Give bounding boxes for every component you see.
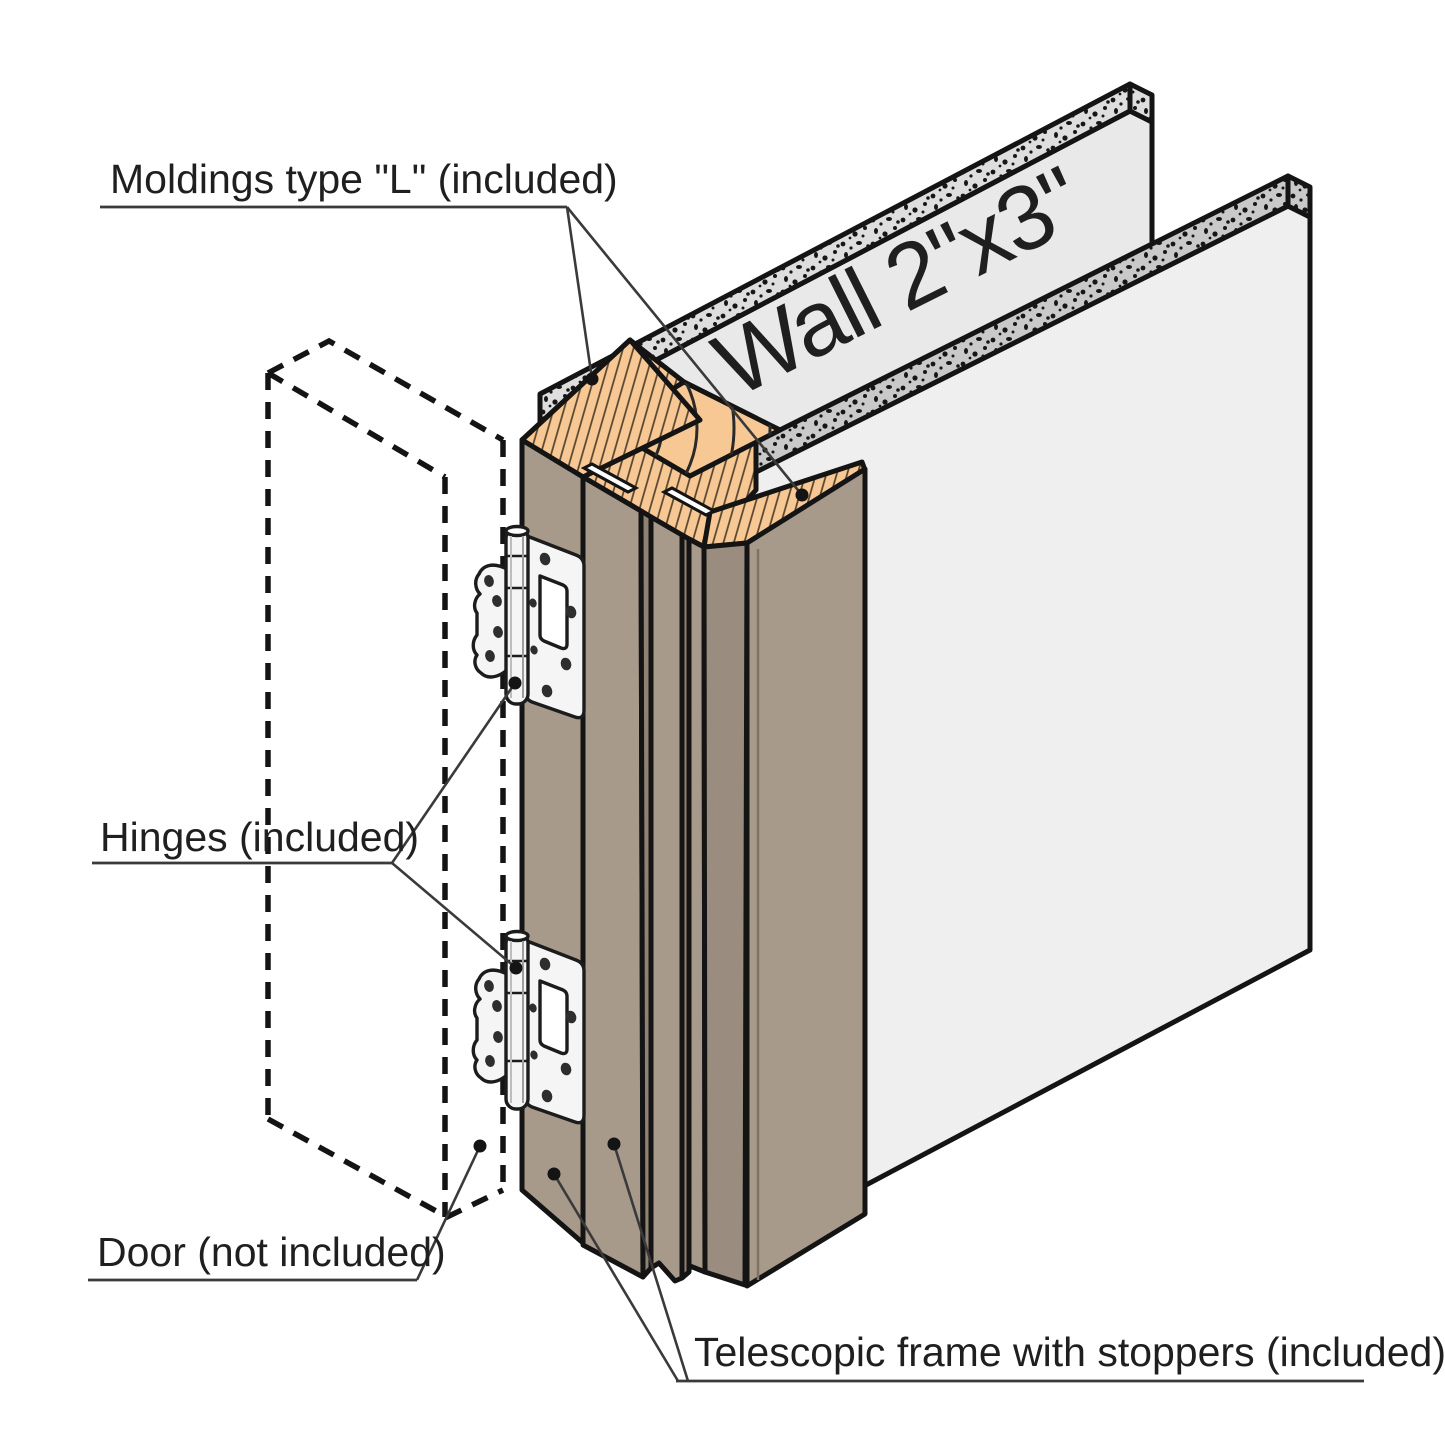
leader-dot-door	[473, 1139, 487, 1153]
hinge-bottom	[471, 929, 586, 1125]
leader-dot-frame-right	[607, 1137, 621, 1151]
drywall-cut-band-front	[687, 173, 1313, 508]
jamb-board-face-right	[744, 466, 868, 1289]
label-door: Door (not included)	[97, 1229, 446, 1275]
hinge-top	[471, 524, 586, 720]
jamb-board-face	[686, 536, 708, 1275]
leader-dot-molding-right	[795, 488, 809, 502]
label-hinges: Hinges (included)	[100, 814, 419, 860]
leader-dot-hinge-top	[508, 676, 522, 690]
leader-dot-hinge-bottom	[509, 961, 523, 975]
jamb-board-face	[580, 474, 646, 1280]
stopper-groove	[580, 462, 640, 494]
jamb-board-face	[648, 514, 685, 1284]
label-moldings: Moldings type "L" (included)	[110, 156, 618, 202]
leader-dot-frame-left	[547, 1167, 561, 1181]
drywall-cut-band-back	[537, 81, 1155, 424]
annotation-leaders	[88, 205, 1364, 1383]
door-dashed-outline	[265, 337, 506, 1221]
frame-reveal-face	[701, 540, 750, 1288]
stopper-groove	[660, 486, 718, 517]
leader-dot-molding-left	[585, 372, 599, 386]
label-telescopic-frame: Telescopic frame with stoppers (included…	[694, 1329, 1445, 1375]
